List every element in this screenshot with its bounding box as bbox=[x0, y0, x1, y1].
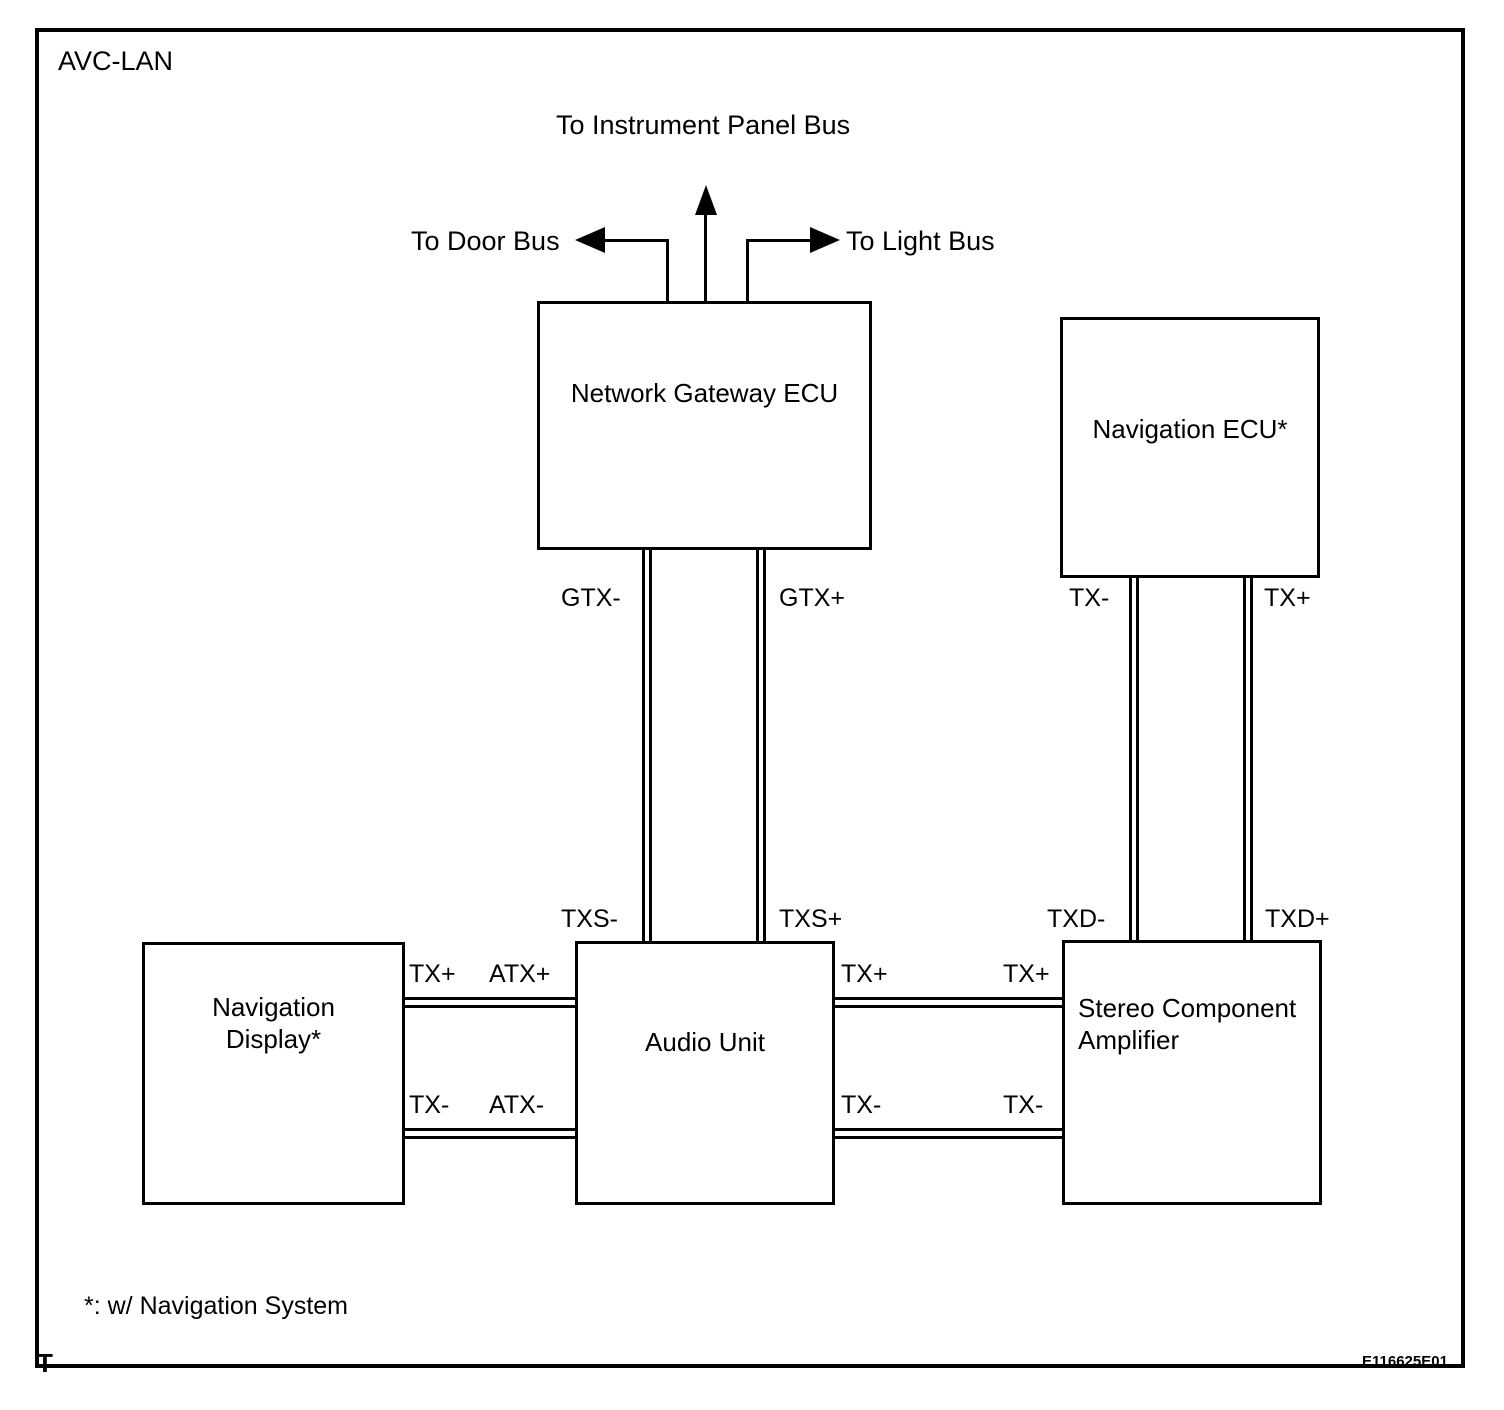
pin-txd-plus: TXD+ bbox=[1265, 905, 1330, 933]
pin-txs-minus: TXS- bbox=[561, 905, 618, 933]
light-bus-arrowhead-icon bbox=[810, 227, 840, 253]
pin-gtx-minus: GTX- bbox=[561, 584, 621, 612]
node-network-gateway-ecu-label: Network Gateway ECU bbox=[570, 378, 839, 408]
footnote-navigation-system: *: w/ Navigation System bbox=[84, 1292, 348, 1320]
pin-nav-ecu-tx-minus: TX- bbox=[1069, 584, 1110, 612]
node-stereo-component-amplifier-label: Stereo Component Amplifier bbox=[1078, 993, 1297, 1055]
wire-gtx-plus-to-txs-plus bbox=[756, 550, 766, 941]
pin-audio-atx-minus: ATX- bbox=[489, 1091, 545, 1119]
instrument-panel-bus-line bbox=[704, 214, 707, 302]
wire-audio-tx-minus-to-amp-tx-minus bbox=[834, 1128, 1063, 1139]
to-light-bus-label: To Light Bus bbox=[846, 226, 995, 256]
node-audio-unit-label: Audio Unit bbox=[645, 1027, 765, 1057]
wire-nav-tx-plus-to-txd-plus bbox=[1243, 578, 1253, 940]
pin-txs-plus: TXS+ bbox=[779, 905, 843, 933]
node-navigation-ecu-label: Navigation ECU* bbox=[1092, 414, 1288, 444]
node-audio-unit[interactable]: Audio Unit bbox=[575, 941, 835, 1205]
instrument-panel-bus-arrowhead-icon bbox=[695, 185, 717, 215]
wire-display-tx-minus-to-atx-minus bbox=[405, 1128, 576, 1139]
door-bus-vertical-line bbox=[666, 240, 669, 302]
node-navigation-display-label: Navigation Display* bbox=[212, 992, 335, 1054]
node-navigation-display[interactable]: Navigation Display* bbox=[142, 942, 405, 1205]
pin-gtx-plus: GTX+ bbox=[779, 584, 845, 612]
figure-code: E116625E01 bbox=[1362, 1353, 1448, 1370]
corner-mark-t: T bbox=[37, 1348, 53, 1378]
pin-amp-left-tx-plus: TX+ bbox=[1003, 960, 1050, 988]
diagram-border bbox=[35, 28, 1465, 1368]
diagram-title: AVC-LAN bbox=[58, 46, 174, 76]
door-bus-arrowhead-icon bbox=[575, 227, 605, 253]
light-bus-vertical-line bbox=[746, 240, 749, 302]
pin-txd-minus: TXD- bbox=[1047, 905, 1106, 933]
to-door-bus-label: To Door Bus bbox=[411, 226, 560, 256]
node-navigation-ecu[interactable]: Navigation ECU* bbox=[1060, 317, 1320, 578]
wire-audio-tx-plus-to-amp-tx-plus bbox=[834, 997, 1063, 1008]
light-bus-horizontal-line bbox=[746, 239, 812, 242]
pin-audio-atx-plus: ATX+ bbox=[489, 960, 551, 988]
node-network-gateway-ecu[interactable]: Network Gateway ECU bbox=[537, 301, 872, 550]
pin-amp-left-tx-minus: TX- bbox=[1003, 1091, 1044, 1119]
door-bus-horizontal-line bbox=[604, 239, 669, 242]
wire-nav-tx-minus-to-txd-minus bbox=[1129, 578, 1139, 940]
pin-audio-right-tx-minus: TX- bbox=[841, 1091, 882, 1119]
wire-gtx-minus-to-txs-minus bbox=[642, 550, 652, 941]
pin-display-tx-minus: TX- bbox=[409, 1091, 450, 1119]
node-stereo-component-amplifier[interactable]: Stereo Component Amplifier bbox=[1062, 940, 1322, 1205]
wire-display-tx-plus-to-atx-plus bbox=[405, 997, 576, 1008]
pin-nav-ecu-tx-plus: TX+ bbox=[1264, 584, 1311, 612]
to-instrument-panel-bus-label: To Instrument Panel Bus bbox=[556, 110, 851, 140]
pin-audio-right-tx-plus: TX+ bbox=[841, 960, 888, 988]
pin-display-tx-plus: TX+ bbox=[409, 960, 456, 988]
